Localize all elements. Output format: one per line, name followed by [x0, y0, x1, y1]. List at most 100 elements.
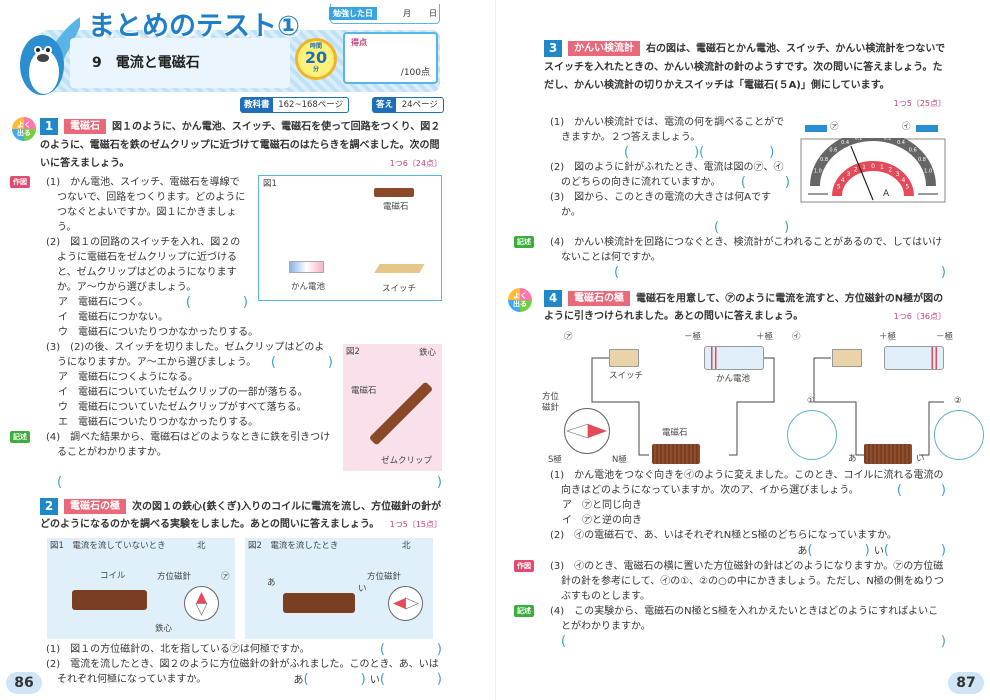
- meter-bottom-tick-label: 3: [896, 171, 900, 178]
- q3-text: 右の図は、電磁石とかん電池、スイッチ、かんい検流計をつないでスイッチを入れたとき…: [544, 43, 946, 91]
- meter-bottom-tick-label: 4: [841, 176, 845, 183]
- meter-bottom-tick-label: 4: [901, 176, 905, 183]
- battery-image: [289, 260, 324, 273]
- q2-2-label-a: あ: [293, 675, 304, 686]
- meter-top-tick-label: 0.6: [909, 147, 917, 153]
- q1-item-2: (2) 図１の回路のスイッチを入れ、図２のように電磁石をゼムクリップに近づけると…: [46, 235, 442, 310]
- q1-2-answer-field[interactable]: ( ): [185, 294, 248, 310]
- describe-badge: 記述: [514, 605, 534, 617]
- q4-2-label-i: い: [873, 546, 884, 557]
- q2-item-2-text: (2) 電流を流したとき、図２のように方位磁針の針がふれました。このとき、あ、い…: [46, 659, 439, 685]
- q1-item-3-text: (3) (2)の後、スイッチを切りました。ゼムクリップはどのようになりますか。ア…: [46, 341, 325, 368]
- fig1-electromagnet-label: 電磁石: [383, 201, 409, 212]
- q3-3-answer-field[interactable]: ( ): [714, 219, 790, 235]
- q3-number: 3: [544, 40, 562, 57]
- meter-unit-label: A: [883, 189, 890, 199]
- q4-2a-answer-field[interactable]: ( ): [807, 543, 870, 558]
- score-label: 得点: [351, 38, 367, 47]
- meter-top-tick-label: 0: [871, 138, 874, 140]
- q3-1a-answer-field[interactable]: ( ): [624, 144, 700, 160]
- fig-a-mark: ㋐: [564, 332, 573, 342]
- meter-dial: 1.00.80.60.40.200.20.40.60.81.0543210123…: [800, 137, 946, 202]
- fig2-clips-label: ゼムクリップ: [381, 455, 433, 466]
- battery-image: [884, 346, 944, 370]
- meter-top-tick-label: 1.0: [814, 168, 822, 174]
- q3-1b-answer-field[interactable]: ( ): [699, 144, 775, 160]
- timer-icon: 時間 20 分: [295, 38, 337, 80]
- page-number-left: 86: [6, 672, 42, 694]
- q1-3-choice-u: ウ 電磁石についていたゼムクリップがすべて落ちる。: [58, 401, 307, 413]
- fig-b-minus: －極: [936, 332, 954, 342]
- coil-image: [72, 590, 147, 610]
- month-label: 月: [403, 9, 411, 18]
- q3-4-answer-field[interactable]: (): [614, 264, 946, 280]
- q1-item-4-text: (4) 調べた結果から、電磁石はどのようなときに鉄を引きつけることがわかりますか…: [46, 431, 331, 458]
- compass-needle-north-icon: [195, 592, 208, 616]
- q1-4-answer-field[interactable]: (): [57, 474, 442, 490]
- q1-3-answer-field[interactable]: ( ): [270, 354, 333, 370]
- meter-top-band: [810, 137, 936, 186]
- penguin-mascot-icon: [20, 17, 80, 95]
- q1-tag: 電磁石: [64, 119, 106, 134]
- q2-2i-answer-field[interactable]: ( ): [379, 672, 442, 687]
- meter-top-tick-label: 0.6: [829, 147, 837, 153]
- q2-points: 1つ5〔15点〕: [389, 520, 442, 529]
- score-box: 得点 /100点: [343, 32, 438, 84]
- q1-2-choice-u: ウ 電磁石についたりつかなかったりする。: [58, 326, 259, 338]
- answer-label: 答え: [373, 98, 397, 112]
- meter-top-tick-label: 1.0: [924, 168, 932, 174]
- meter-top-tick-label: 0.2: [855, 138, 863, 142]
- electromagnet-image: [864, 444, 912, 464]
- q2-2a-answer-field[interactable]: ( ): [303, 672, 366, 687]
- answer-ref: 答え 24ページ: [372, 97, 444, 113]
- answer-page: 24ページ: [401, 100, 438, 110]
- q4-item-2: (2) ㋑の電磁石で、あ、いはそれぞれN極とS極のどちらになっていますか。: [550, 528, 946, 543]
- q4-4-answer-field[interactable]: (): [561, 634, 946, 649]
- fig-b-mark-a: あ: [848, 454, 857, 464]
- q2-2-label-i: い: [369, 675, 380, 686]
- q3-item-3: (3) 図から、このときの電流の大きさは何Aですか。: [550, 190, 946, 220]
- q2-fig2-compass: 方位磁針: [367, 572, 402, 582]
- q4-number: 4: [544, 289, 562, 307]
- q2-tag: 電磁石の極: [64, 498, 126, 514]
- q1-2-choice-i: イ 電磁石につかない。: [58, 311, 168, 323]
- q1-figure-1: 図1 電磁石 かん電池 スイッチ: [258, 174, 442, 301]
- q4-tag: 電磁石の極: [568, 290, 630, 306]
- compass-drawing-circle-2[interactable]: [934, 410, 984, 460]
- q3-points: 1つ5〔25点〕: [893, 98, 946, 108]
- meter-top-tick-label: 0.4: [897, 140, 905, 146]
- timer-unit: 分: [312, 66, 319, 73]
- score-total: /100点: [400, 68, 430, 78]
- q1-item-1: 作図 (1) かん電池、スイッチ、電磁石を導線でつないで、回路をつくります。どの…: [10, 175, 442, 235]
- q2-fig1-core: 鉄心: [155, 624, 173, 634]
- textbook-label: 教科書: [241, 98, 273, 112]
- electromagnet-image: [374, 187, 414, 197]
- q4-1-answer-field[interactable]: ( ): [896, 483, 946, 498]
- coil-image: [283, 593, 355, 613]
- unit-title: 9 電流と電磁石: [92, 55, 200, 71]
- meter-bottom-tick-label: 2: [888, 166, 892, 173]
- meter-bottom-tick-label: 2: [854, 166, 858, 173]
- q3-item-2: (2) 図のように針がふれたとき、電流は図の㋐、㋑のどちらの向きに流れていますか…: [550, 160, 946, 190]
- galvanometer-figure: ㋐ ㋑ 1.00.80.60.40.200.20.40.60.81.054321…: [800, 121, 946, 205]
- q4-item-4: 記述 (4) この実験から、電磁石のN極とS極を入れかえたいときはどのようにすれ…: [514, 604, 946, 634]
- q2-figure-2: 図2 電流を流したとき 北 方位磁針 あ い: [245, 538, 433, 639]
- q1-figure-2: 図2 鉄心 電磁石 ゼムクリップ: [343, 343, 442, 471]
- q2-figures: 図1 電流を流していないとき 北 コイル 方位磁針 ㋐ 鉄心 図2 電流を流した…: [47, 538, 442, 639]
- meter-bottom-tick-label: 5: [837, 183, 841, 190]
- fig-a-battery: かん電池: [716, 374, 751, 384]
- q2-fig1-coil: コイル: [100, 571, 126, 581]
- fig-a-electromagnet: 電磁石: [662, 428, 688, 438]
- q2-1-answer-field[interactable]: ( ): [379, 642, 442, 657]
- q3-2-answer-field[interactable]: ( ): [740, 174, 790, 190]
- compass-drawing-circle-1[interactable]: [787, 410, 837, 460]
- electromagnet-image: [652, 444, 700, 464]
- q4-2i-answer-field[interactable]: ( ): [883, 543, 946, 558]
- q2-fig2-north: 北: [402, 541, 411, 551]
- q2-fig1-mark: ㋐: [221, 572, 230, 582]
